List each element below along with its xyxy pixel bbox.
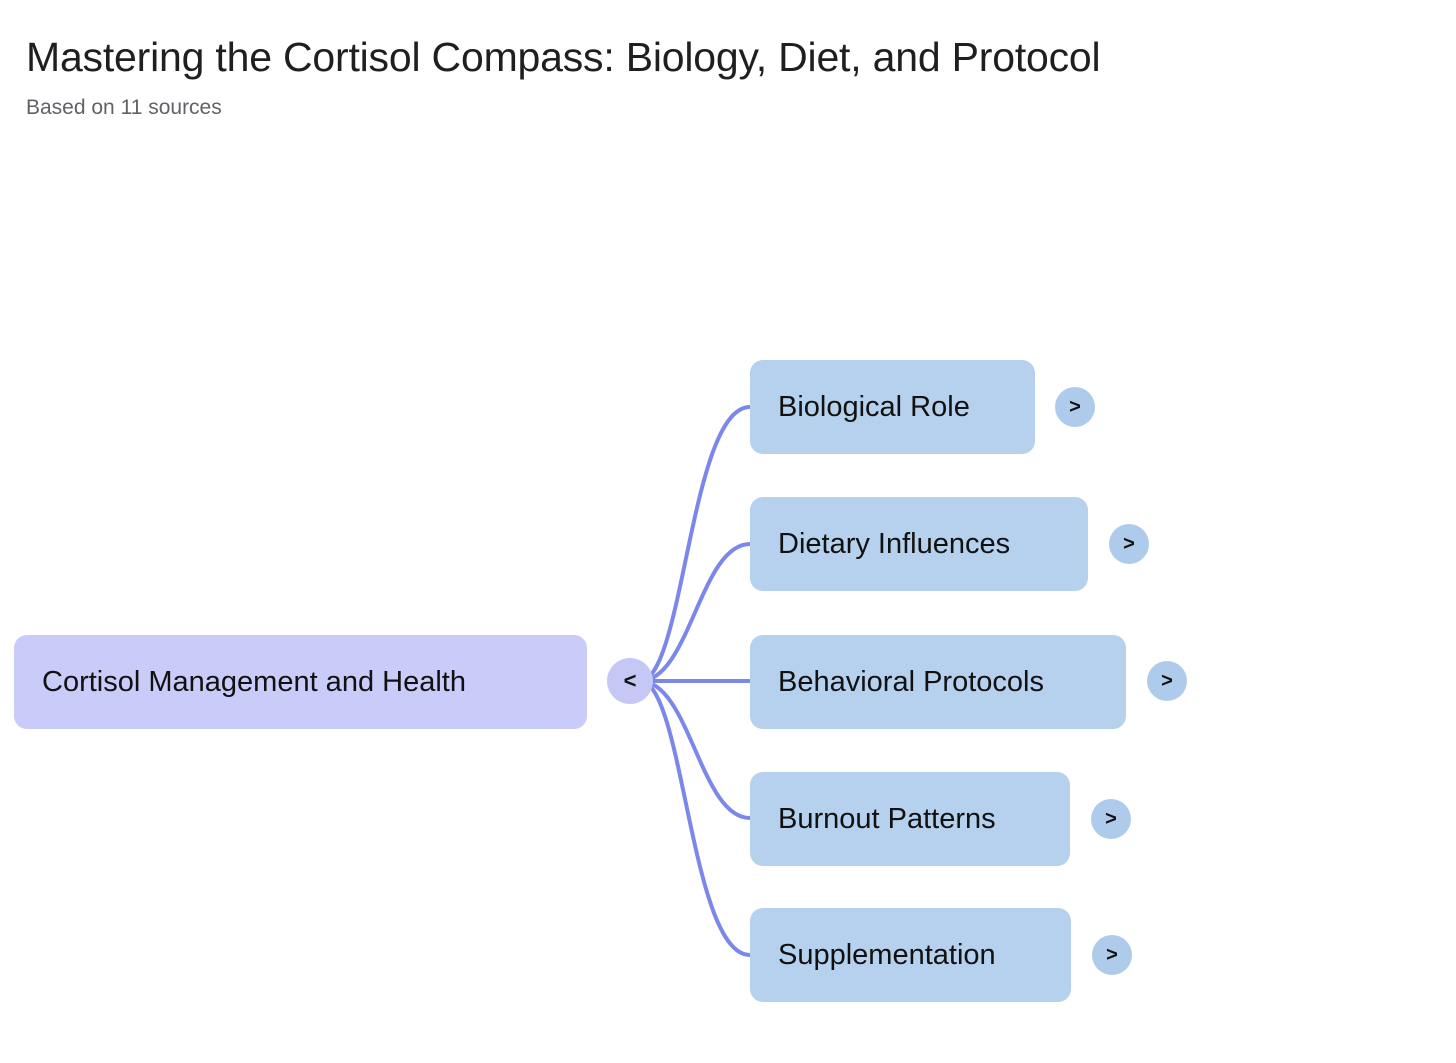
root-collapse-button[interactable]: < [607, 658, 653, 704]
mindmap-node-supplementation[interactable]: Supplementation [750, 908, 1071, 1002]
mindmap-node-biological-role[interactable]: Biological Role [750, 360, 1035, 454]
mindmap-node-burnout-patterns[interactable]: Burnout Patterns [750, 772, 1070, 866]
chevron-right-icon: > [1161, 670, 1173, 692]
chevron-right-icon: > [1106, 944, 1118, 966]
chevron-right-icon: > [1069, 396, 1081, 418]
page-subtitle: Based on 11 sources [26, 96, 222, 120]
mindmap-node-burnout-patterns-label: Burnout Patterns [778, 802, 996, 835]
mindmap-node-biological-role-label: Biological Role [778, 390, 970, 423]
mindmap-node-dietary-influences[interactable]: Dietary Influences [750, 497, 1088, 591]
mindmap-node-dietary-influences-label: Dietary Influences [778, 527, 1011, 560]
mindmap-node-supplementation-label: Supplementation [778, 938, 996, 971]
expand-button-biological-role[interactable]: > [1055, 387, 1095, 427]
chevron-left-icon: < [623, 668, 637, 693]
mindmap-node-root[interactable]: Cortisol Management and Health [14, 635, 587, 729]
chevron-right-icon: > [1123, 533, 1135, 555]
expand-button-supplementation[interactable]: > [1092, 935, 1132, 975]
mindmap-node-root-label: Cortisol Management and Health [42, 665, 466, 698]
page-title: Mastering the Cortisol Compass: Biology,… [26, 34, 1101, 80]
mindmap-node-behavioral-protocols-label: Behavioral Protocols [778, 665, 1044, 698]
expand-button-dietary-influences[interactable]: > [1109, 524, 1149, 564]
expand-button-behavioral-protocols[interactable]: > [1147, 661, 1187, 701]
edge-to-burnout-patterns [638, 679, 752, 820]
mindmap-node-behavioral-protocols[interactable]: Behavioral Protocols [750, 635, 1126, 729]
header: Mastering the Cortisol Compass: Biology,… [26, 34, 1326, 120]
chevron-right-icon: > [1105, 808, 1117, 830]
edge-to-dietary-influences [638, 542, 752, 683]
edge-to-supplementation [638, 679, 752, 957]
expand-button-burnout-patterns[interactable]: > [1091, 799, 1131, 839]
edge-to-biological-role [638, 405, 752, 683]
